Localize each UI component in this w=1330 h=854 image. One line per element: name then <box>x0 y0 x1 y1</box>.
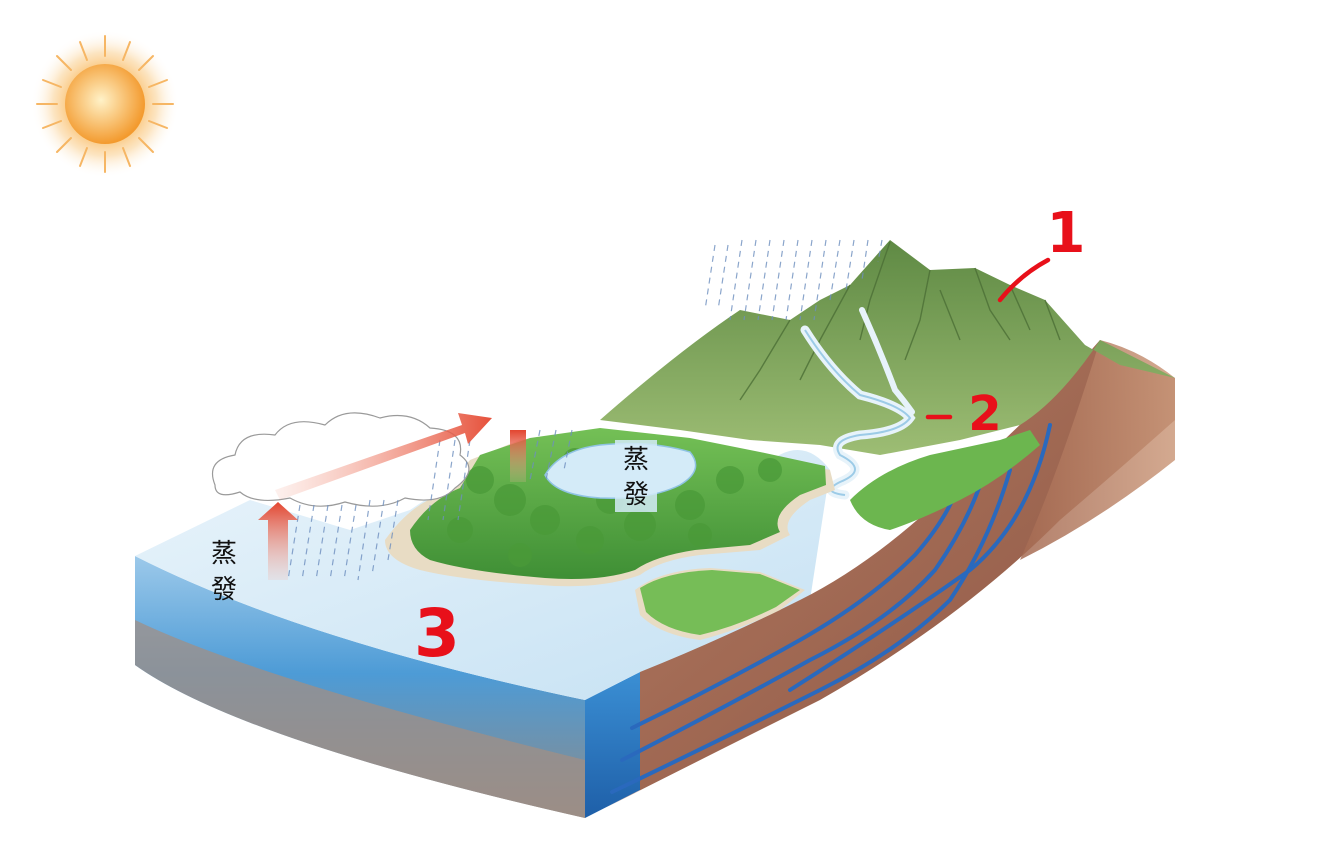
mountain-range <box>600 240 1175 455</box>
river <box>800 307 916 500</box>
evaporation-arrows <box>258 413 526 580</box>
cloud <box>211 412 470 507</box>
annotation-1: 1 <box>997 201 1086 303</box>
evaporation-label-ocean: 蒸 發 <box>211 539 237 605</box>
annotation-1-label: 1 <box>1047 201 1086 266</box>
evaporation-label-lake-char-1: 蒸 <box>623 445 649 475</box>
forest-strip <box>635 430 1040 640</box>
moisture-transport-arrow <box>275 413 492 500</box>
sun-icon <box>31 30 179 178</box>
ocean-evaporation-arrow <box>258 502 298 580</box>
evaporation-label-lake-char-2: 發 <box>623 480 649 510</box>
soil-cross-section <box>605 340 1175 808</box>
annotation-3-label: 3 <box>414 595 460 672</box>
annotation-2: 2 <box>925 386 1002 442</box>
evaporation-label-ocean-char-1: 蒸 <box>211 539 237 569</box>
rain <box>287 239 883 581</box>
evaporation-label-ocean-char-2: 發 <box>211 575 237 605</box>
groundwater-lines <box>610 423 1052 794</box>
annotation-3: 3 <box>414 595 460 672</box>
annotation-2-label: 2 <box>968 386 1001 442</box>
lake-evaporation-arrow <box>510 430 526 482</box>
evaporation-label-lake: 蒸 發 <box>615 440 657 512</box>
ocean-front-face <box>585 672 640 818</box>
